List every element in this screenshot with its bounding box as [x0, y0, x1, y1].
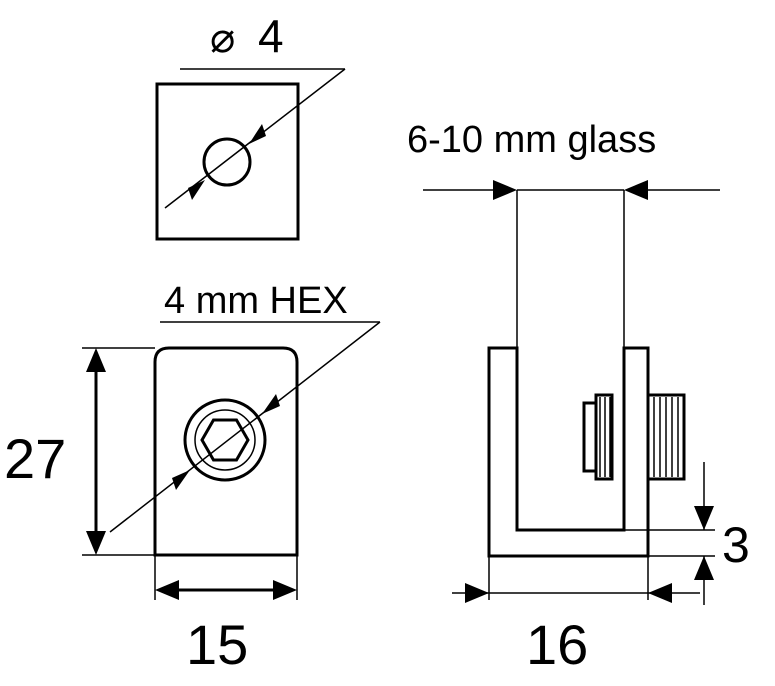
base-thickness-label: 3 — [722, 517, 750, 573]
hole-arrow-lower — [188, 180, 205, 200]
depth-arrow-left — [465, 583, 489, 603]
height-arrow-top — [86, 348, 106, 372]
width-arrow-left — [155, 580, 179, 600]
side-view-u-channel — [487, 346, 650, 558]
width-arrow-right — [273, 580, 297, 600]
glass-thickness-label: 6-10 mm glass — [407, 119, 656, 161]
hole-arrow-upper — [249, 124, 266, 144]
glass-arrow-left — [493, 180, 517, 200]
set-screw-collar — [594, 393, 614, 481]
hole-diameter-symbol: ⌀ — [210, 14, 235, 61]
hex-arrow-upper — [262, 394, 280, 414]
hex-socket — [200, 418, 250, 462]
height-arrow-bottom — [86, 531, 106, 555]
side-view: 6-10 mm glass 16 3 — [407, 119, 750, 676]
hex-screw-inner — [194, 409, 256, 471]
hex-screw-outer — [183, 398, 267, 482]
front-view-bracket — [153, 346, 299, 557]
front-view: 4 mm HEX 27 15 — [4, 280, 381, 676]
top-view-plate — [155, 82, 300, 241]
hex-leader-line — [109, 321, 381, 533]
glass-arrow-right — [624, 180, 648, 200]
top-view: ⌀ 4 — [155, 10, 346, 241]
depth-arrow-right — [648, 583, 672, 603]
base-arrow-top — [694, 506, 714, 530]
top-view-hole — [202, 137, 252, 187]
width-label: 15 — [186, 613, 248, 676]
hex-size-label: 4 mm HEX — [164, 280, 348, 322]
hex-arrow-lower — [172, 470, 190, 490]
set-screw-thread — [646, 393, 686, 481]
hole-diameter-value: 4 — [258, 10, 284, 62]
depth-label: 16 — [526, 613, 588, 676]
base-arrow-bottom — [694, 556, 714, 580]
height-label: 27 — [4, 427, 66, 490]
set-screw-head — [582, 401, 598, 473]
